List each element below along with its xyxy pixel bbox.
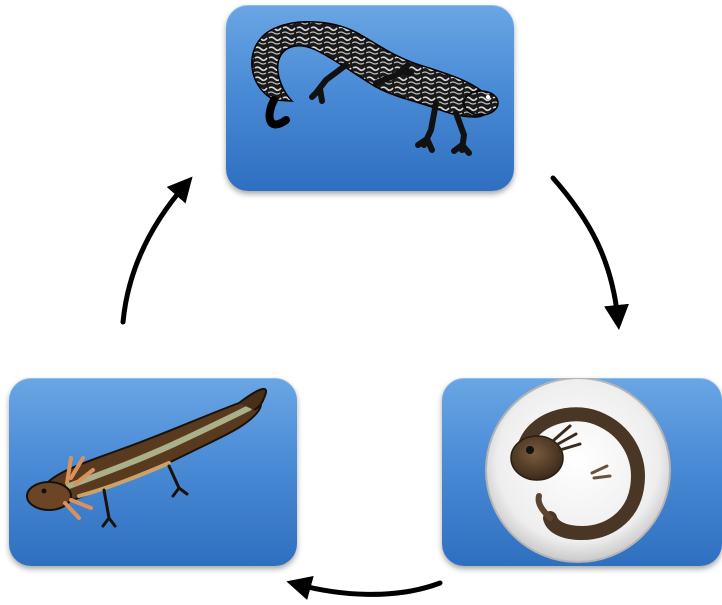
arrow-egg-to-larva [296, 583, 440, 594]
arrow-adult-to-egg [553, 178, 618, 320]
arrow-larva-to-adult [123, 184, 186, 322]
